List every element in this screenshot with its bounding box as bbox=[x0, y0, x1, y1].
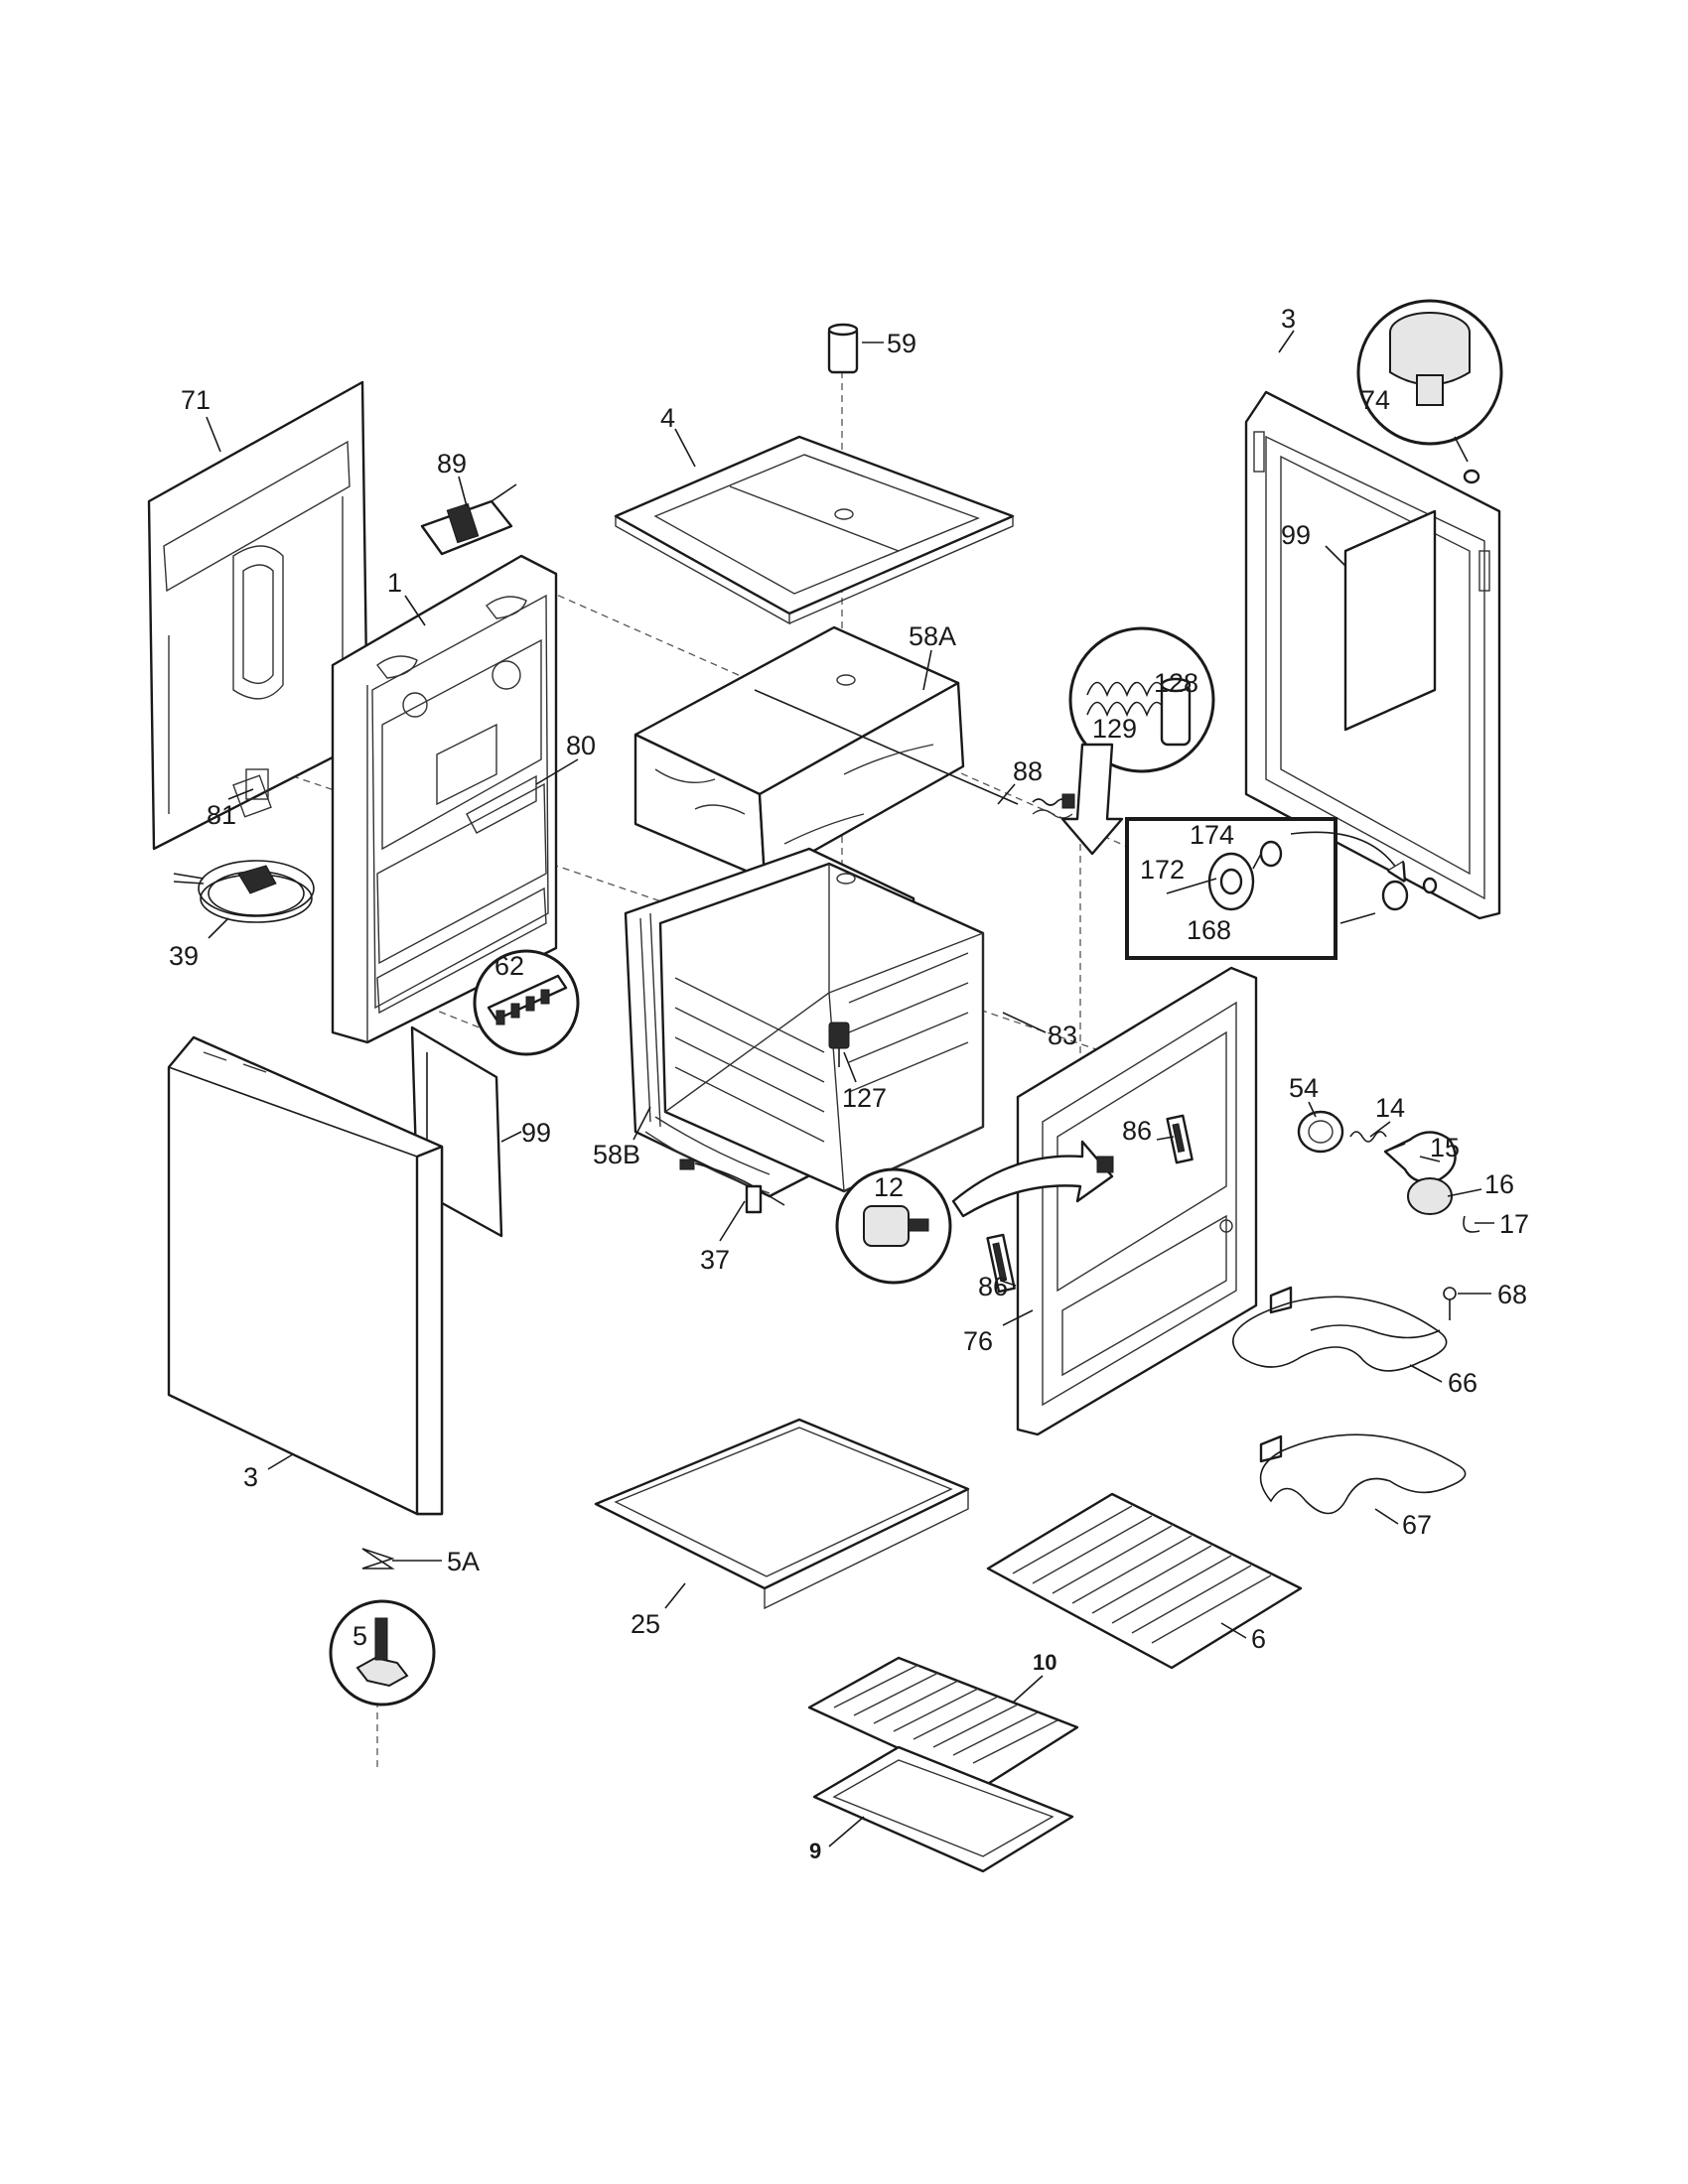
arrow-socket bbox=[951, 1140, 1114, 1218]
callout-58B: 58B bbox=[593, 1140, 640, 1169]
callout-68: 68 bbox=[1497, 1280, 1527, 1309]
callout-76: 76 bbox=[963, 1326, 993, 1356]
part-99-insulation-right[interactable] bbox=[1343, 509, 1437, 732]
part-25-oven-bottom[interactable] bbox=[594, 1418, 970, 1610]
callout-17: 17 bbox=[1499, 1209, 1529, 1239]
part-knob-small-parts bbox=[1339, 877, 1438, 924]
callout-86-right: 86 bbox=[1122, 1116, 1152, 1146]
part-127-sensor[interactable] bbox=[828, 1022, 850, 1067]
part-86-hinge-right[interactable] bbox=[1166, 1114, 1194, 1164]
callout-14: 14 bbox=[1375, 1093, 1405, 1123]
callout-5: 5 bbox=[352, 1621, 367, 1651]
callout-62: 62 bbox=[494, 951, 524, 981]
callout-88: 88 bbox=[1013, 756, 1043, 786]
callout-12: 12 bbox=[874, 1172, 904, 1202]
part-16-lens[interactable] bbox=[1407, 1177, 1453, 1215]
callout-67: 67 bbox=[1402, 1510, 1432, 1540]
callout-129: 129 bbox=[1092, 714, 1137, 744]
part-12-light-socket[interactable] bbox=[835, 1167, 952, 1285]
callout-25: 25 bbox=[631, 1609, 660, 1639]
part-9-broiler-pan[interactable] bbox=[812, 1745, 1074, 1873]
part-box-knob-detail[interactable] bbox=[1125, 817, 1337, 960]
part-88-spring-small bbox=[1032, 793, 1075, 809]
part-14-spring[interactable] bbox=[1349, 1131, 1387, 1143]
part-86-hinge-left[interactable] bbox=[986, 1233, 1016, 1294]
callout-58A: 58A bbox=[909, 621, 956, 651]
callout-66: 66 bbox=[1448, 1368, 1477, 1398]
callout-89: 89 bbox=[437, 449, 467, 478]
part-88-rod[interactable] bbox=[754, 689, 1073, 819]
callout-74: 74 bbox=[1360, 385, 1390, 415]
part-74-knob[interactable] bbox=[1356, 299, 1503, 463]
callout-128: 128 bbox=[1154, 668, 1198, 698]
callout-172: 172 bbox=[1140, 855, 1185, 885]
callout-59: 59 bbox=[887, 329, 916, 358]
callout-39: 39 bbox=[169, 941, 199, 971]
callout-3-left: 3 bbox=[243, 1462, 258, 1492]
part-58A-insulation-top[interactable] bbox=[633, 625, 965, 881]
callout-54: 54 bbox=[1289, 1073, 1319, 1103]
arrow-knob-detail bbox=[1290, 831, 1400, 874]
callout-37: 37 bbox=[700, 1245, 730, 1275]
part-89-switch[interactable] bbox=[420, 483, 517, 556]
part-54-light-ring[interactable] bbox=[1297, 1110, 1344, 1154]
callout-15: 15 bbox=[1430, 1133, 1460, 1162]
callout-5A: 5A bbox=[447, 1547, 480, 1576]
callout-10: 10 bbox=[1033, 1650, 1056, 1675]
leader-lines bbox=[206, 330, 1494, 1847]
part-3-side-panel-left[interactable] bbox=[167, 1035, 444, 1516]
callout-127: 127 bbox=[842, 1083, 887, 1113]
callout-9: 9 bbox=[809, 1839, 821, 1863]
part-59-cap[interactable] bbox=[827, 323, 859, 374]
callout-4: 4 bbox=[660, 403, 675, 433]
part-74-knob-small bbox=[1463, 469, 1480, 484]
callout-168: 168 bbox=[1187, 915, 1231, 945]
part-62-terminal-block[interactable] bbox=[473, 949, 580, 1056]
callout-1: 1 bbox=[387, 568, 402, 598]
part-17-clip[interactable] bbox=[1463, 1215, 1480, 1233]
socket-small bbox=[1096, 1156, 1114, 1173]
part-5-leveler-leg[interactable] bbox=[329, 1599, 436, 1706]
callout-labels: 71 89 1 80 81 39 62 99 58B 37 3 5A 5 59 … bbox=[169, 304, 1529, 1863]
callout-16: 16 bbox=[1484, 1169, 1514, 1199]
callout-86-left: 86 bbox=[978, 1272, 1008, 1301]
arrow-128-129 bbox=[1060, 743, 1124, 856]
callout-80: 80 bbox=[566, 731, 596, 760]
callout-174: 174 bbox=[1190, 820, 1234, 850]
part-83-oven-liner[interactable] bbox=[658, 862, 985, 1193]
part-1-back-panel[interactable] bbox=[331, 554, 558, 1044]
callout-3-right: 3 bbox=[1281, 304, 1296, 334]
callout-71: 71 bbox=[181, 385, 211, 415]
part-39-power-cord[interactable] bbox=[173, 860, 315, 923]
part-128-129-spring-detail[interactable] bbox=[1068, 626, 1215, 773]
part-68-element-clip[interactable] bbox=[1443, 1287, 1457, 1320]
callout-83: 83 bbox=[1048, 1021, 1077, 1050]
part-81-bracket[interactable] bbox=[232, 774, 272, 818]
part-37-wire-harness[interactable] bbox=[679, 1159, 785, 1214]
callout-99-left: 99 bbox=[521, 1118, 551, 1148]
callout-81: 81 bbox=[207, 800, 236, 830]
part-76-front-frame[interactable] bbox=[1016, 966, 1258, 1436]
part-67-bake-element[interactable] bbox=[1259, 1433, 1467, 1515]
part-5A-leveler-clip[interactable] bbox=[361, 1548, 395, 1570]
part-66-broil-element[interactable] bbox=[1232, 1286, 1448, 1372]
callout-99-right: 99 bbox=[1281, 520, 1311, 550]
part-4-top-frame[interactable] bbox=[614, 435, 1015, 625]
callout-6: 6 bbox=[1251, 1624, 1266, 1654]
